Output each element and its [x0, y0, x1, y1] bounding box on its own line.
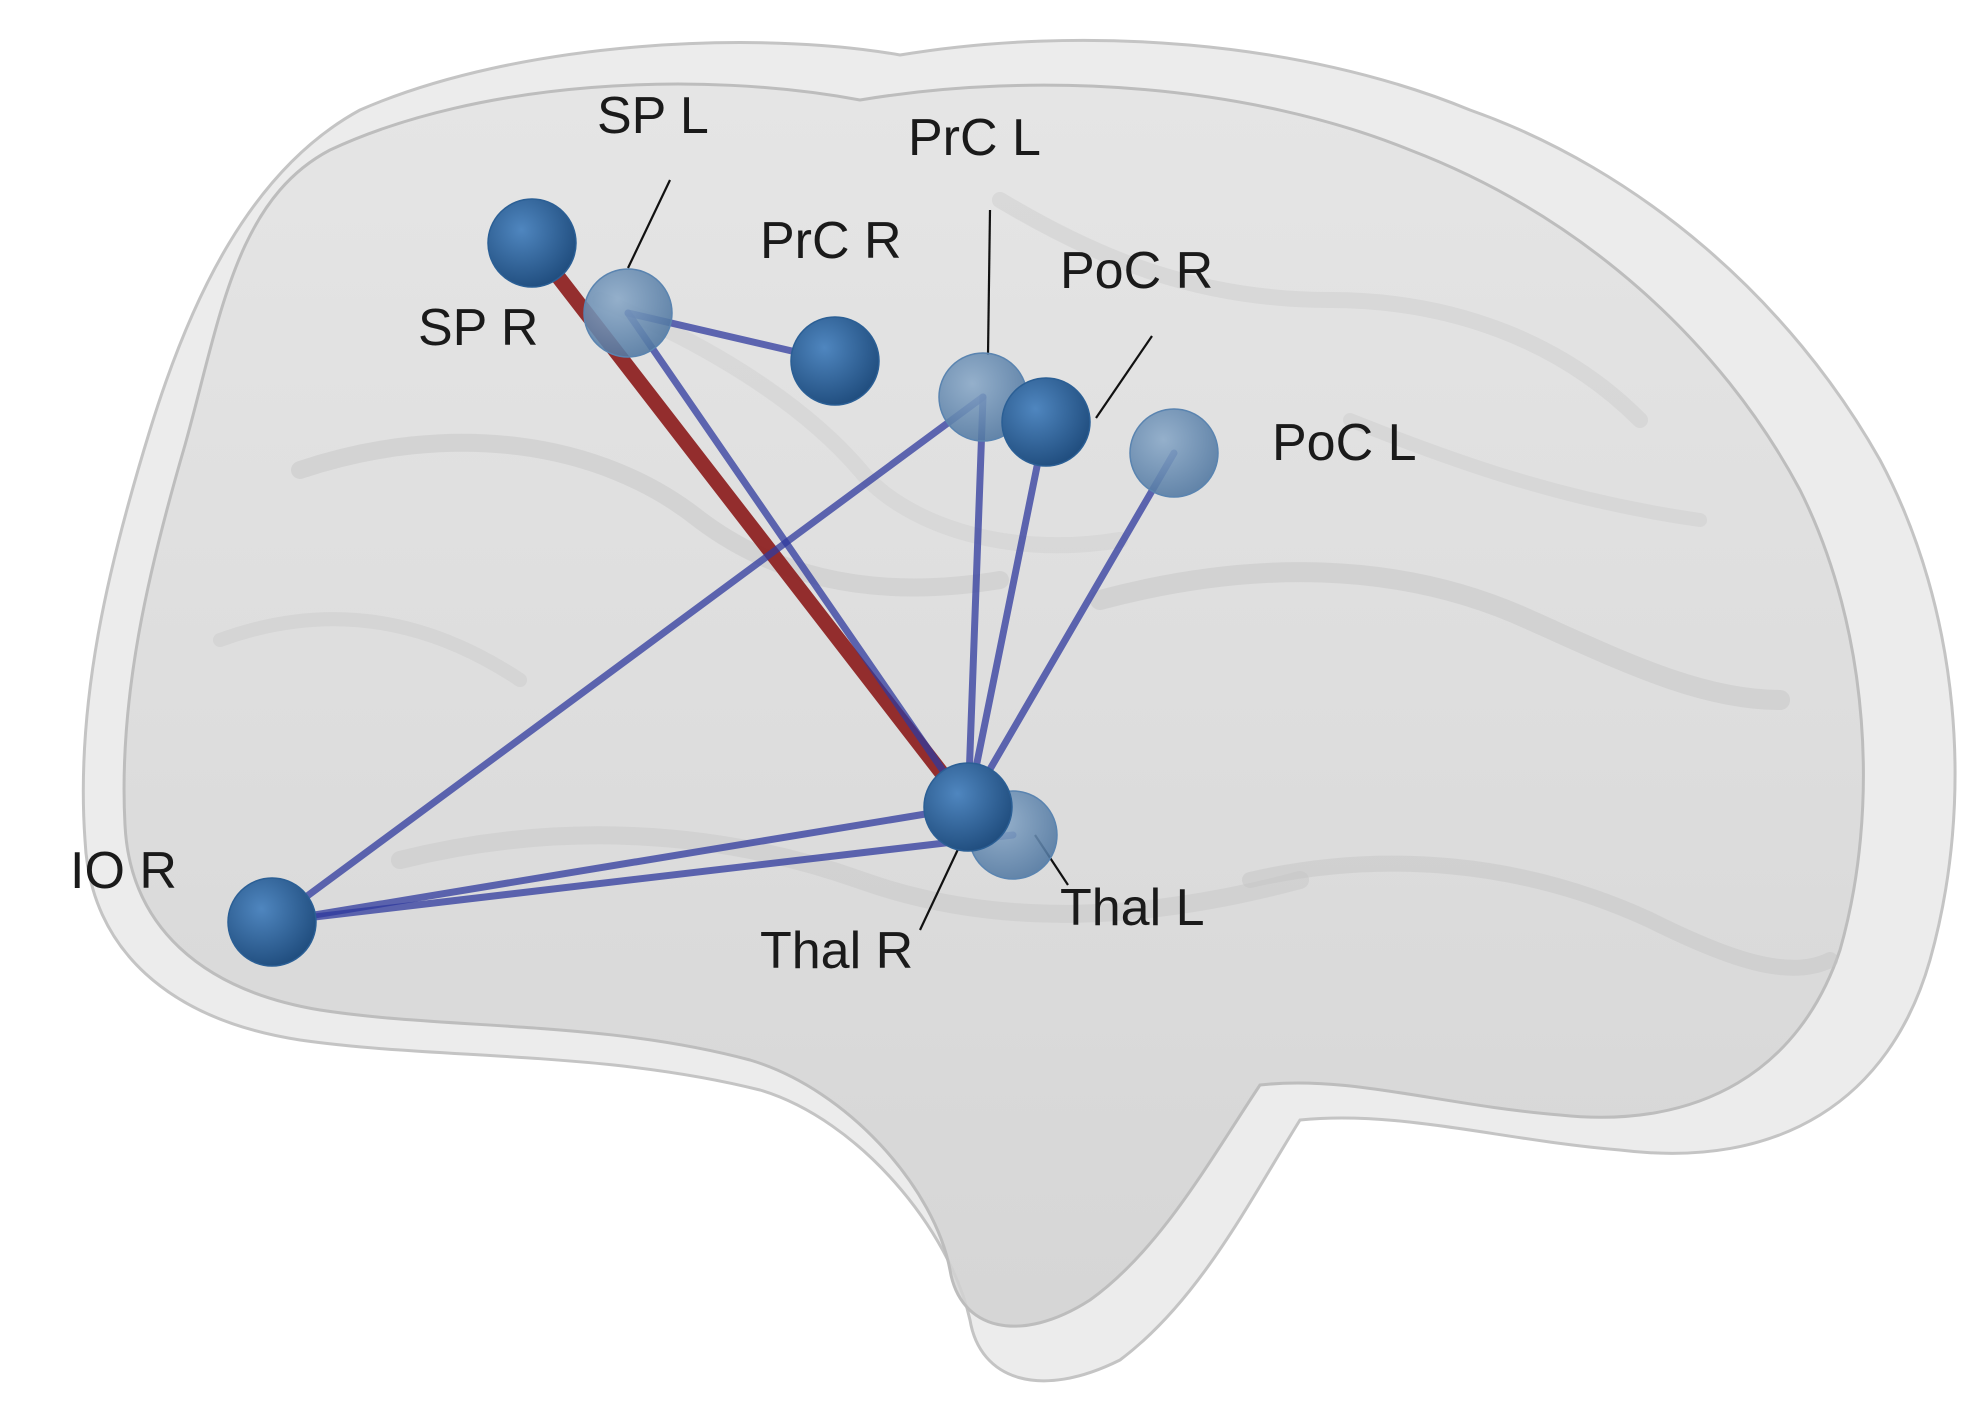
label-sp-r: SP R: [418, 299, 538, 357]
edge-poc-r-thal-r: [964, 418, 1050, 811]
edge-io-r-thal-l: [268, 831, 1017, 926]
node-poc-l: [1129, 408, 1219, 498]
node-poc-r: [1001, 377, 1091, 467]
node-io-r: [227, 877, 317, 967]
brain-fold: [291, 433, 1009, 597]
edge-io-r-thal-r: [268, 803, 972, 926]
brain-fold: [391, 826, 1309, 923]
brain-fold: [592, 292, 1128, 554]
label-sp-l: SP L: [597, 87, 709, 145]
leader-line-poc-r: [1095, 335, 1153, 419]
edge-poc-l-thal-r: [964, 449, 1178, 811]
brain-fold: [213, 612, 527, 687]
edge-prc-l-thal-r: [964, 393, 987, 811]
label-thal-r: Thal R: [760, 922, 913, 980]
label-poc-r: PoC R: [1060, 242, 1213, 300]
leader-line-sp-l: [627, 179, 671, 269]
brain-surface: [81, 38, 1957, 1383]
node-thal-r: [923, 762, 1013, 852]
node-sp-r: [487, 198, 577, 288]
node-sp-l: [583, 268, 673, 358]
label-io-r: IO R: [70, 842, 177, 900]
brain-fold: [1242, 855, 1838, 976]
label-prc-r: PrC R: [760, 212, 902, 270]
edge-sp-l-thal-r: [624, 309, 972, 811]
brain-fold: [1090, 562, 1790, 710]
leader-line-thal-r: [919, 844, 961, 931]
leader-line-prc-l: [986, 209, 992, 356]
brain-hemisphere-front: [122, 82, 1865, 1328]
label-thal-l: Thal L: [1060, 879, 1205, 937]
label-prc-l: PrC L: [908, 109, 1041, 167]
label-poc-l: PoC L: [1272, 414, 1417, 472]
brain-fold: [992, 192, 1648, 428]
node-prc-r: [790, 316, 880, 406]
brain-fold: [1343, 413, 1707, 527]
edge-prc-l-io-r: [268, 393, 987, 926]
